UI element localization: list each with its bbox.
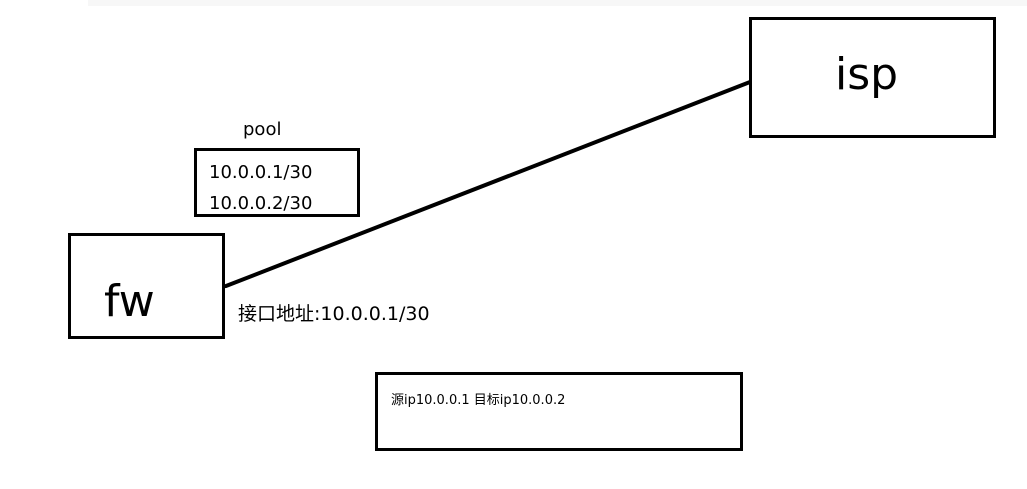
pool-box: [194, 148, 360, 217]
fw-node-label: fw: [104, 276, 155, 327]
top-border-strip: [88, 0, 1027, 6]
isp-node-box: [749, 17, 996, 138]
fw-node-box: [68, 233, 225, 339]
pool-address-1: 10.0.0.1/30: [209, 162, 313, 183]
interface-address-label: 接口地址:10.0.0.1/30: [238, 303, 430, 325]
flow-text: 源ip10.0.0.1 目标ip10.0.0.2: [391, 393, 566, 408]
fw-isp-link: [224, 80, 752, 288]
isp-node-label: isp: [835, 49, 899, 100]
pool-address-2: 10.0.0.2/30: [209, 193, 313, 214]
flow-box: [375, 372, 743, 451]
pool-title: pool: [243, 119, 282, 140]
